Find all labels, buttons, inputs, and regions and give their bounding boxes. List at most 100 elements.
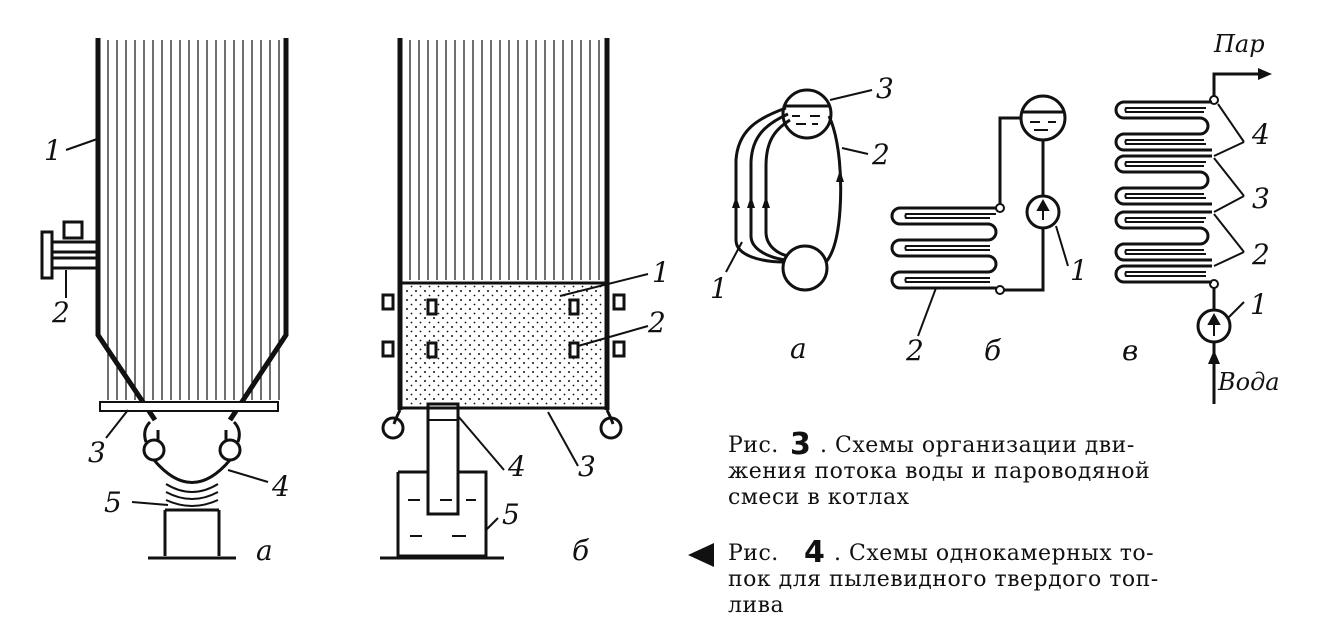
fig4a-tubes: [107, 40, 280, 400]
fig4a-right-wall: [227, 38, 289, 422]
fig3b-subfig-label: б: [984, 334, 1002, 367]
fig4b-leader-4: [457, 415, 505, 471]
caption-pointer-icon: [688, 543, 714, 567]
fig3c-steam-outlet: [1212, 72, 1262, 96]
fig3a-downcomer-arrow: [836, 170, 844, 182]
fig4b-leader-5: [485, 517, 499, 531]
fig4a-support-plate: [99, 401, 279, 412]
fig4b-furnace: [380, 38, 649, 560]
fig4a-furnace: [40, 38, 289, 560]
fig4a-label-2: 2: [51, 296, 70, 329]
fig3b-coil-inner: [904, 213, 996, 283]
fig3b-riser-up: [998, 116, 1021, 204]
fig4a-slag-tank: [163, 508, 221, 556]
fig3a-natural-circulation: [725, 88, 873, 292]
fig3c-water-label: Вода: [1217, 368, 1280, 396]
fig3c-pump-arrow: [1207, 312, 1221, 336]
fig4a-label-5: 5: [104, 486, 122, 519]
fig3b-coil: [890, 206, 998, 290]
fig3c-coil-section-1: [1114, 264, 1212, 284]
fig3a-drum-water: [792, 115, 820, 125]
fig3a-leader-3: [829, 89, 873, 101]
fig3b-node-bottom: [995, 285, 1005, 295]
fig3c-coil-section-2: [1114, 210, 1212, 262]
fig3c-steam-arrow: [1258, 68, 1272, 80]
fig3a-riser-3: [764, 118, 791, 258]
fig4b-subfig-label: б: [572, 534, 590, 567]
fig3a-lower-drum: [781, 244, 829, 292]
fig4b-label-1: 1: [652, 256, 670, 289]
fig3c-label-2: 2: [1251, 238, 1270, 271]
fig4a-leader-5: [131, 501, 169, 506]
fig3a-label-2: 2: [871, 138, 890, 171]
fig3b-label-1: 1: [1070, 254, 1088, 287]
fig4b-leader-3: [547, 411, 579, 467]
fig3c-water-arrow: [1208, 350, 1220, 364]
fig3a-riser-2: [749, 112, 789, 262]
fig3c-steam-label: Пар: [1213, 30, 1265, 58]
fig3c-once-through: [1114, 68, 1272, 404]
fig4b-label-2: 2: [647, 306, 666, 339]
caption-fig4-line1: . Схемы однокамерных то-: [834, 541, 1154, 566]
fig4b-slag-chute: [426, 402, 460, 516]
fig4a-burner: [40, 220, 100, 280]
fig4b-collector-right: [599, 416, 623, 440]
caption-fig3-prefix: Рис.: [728, 433, 779, 458]
fig4a-subfig-label: а: [256, 534, 273, 567]
fig4a-hopper-rings: [165, 483, 219, 507]
fig3c-coil-section-4: [1114, 100, 1212, 152]
caption-fig3-line1: . Схемы организации дви-: [820, 433, 1135, 458]
fig3a-label-3: 3: [876, 72, 894, 105]
fig3a-subfig-label: а: [790, 332, 807, 365]
fig3b-leader-1: [1055, 225, 1069, 267]
caption-fig4-line3: лива: [728, 593, 784, 618]
fig3c-label-1: 1: [1250, 288, 1268, 321]
caption-fig4-line2: пок для пылевидного твердого топ-: [728, 567, 1159, 592]
fig3c-label-4: 4: [1251, 118, 1270, 151]
caption-fig3-line3: смеси в котлах: [728, 485, 910, 510]
fig3b-node-top: [995, 203, 1005, 213]
fig3b-pump-outlet: [1003, 228, 1045, 292]
fig4a-label-4: 4: [271, 470, 290, 503]
fig4b-label-3: 3: [578, 450, 596, 483]
fig4a-left-wall: [95, 38, 158, 422]
caption-fig4: Рис. 4 . Схемы однокамерных то- пок для …: [728, 535, 1159, 618]
fig3a-leader-1: [725, 241, 743, 273]
fig3a-riser-1: [734, 106, 787, 264]
caption-fig4-prefix: Рис.: [728, 541, 779, 566]
fig4a-label-3: 3: [88, 436, 106, 469]
fig4b-label-5: 5: [502, 498, 520, 531]
fig3c-node-bottom: [1209, 279, 1219, 289]
fig3c-leader-2: [1213, 213, 1245, 267]
fig3a-upper-drum: [781, 88, 833, 140]
fig4a-leader-1: [65, 137, 101, 151]
fig4a-leader-4: [227, 469, 269, 483]
fig3a-label-1: 1: [710, 272, 728, 305]
fig3b-drum: [1019, 94, 1067, 142]
fig3b-label-2: 2: [905, 334, 924, 367]
fig4b-collector-left: [381, 416, 405, 440]
fig3a-riser-arrows: [732, 196, 770, 208]
fig3b-drum-water: [1030, 121, 1056, 131]
fig3b-pump-arrow: [1036, 198, 1050, 220]
fig4b-label-4: 4: [507, 450, 526, 483]
fig3c-coil-inner: [1124, 107, 1206, 277]
fig4b-water-tank: [396, 470, 488, 558]
fig4b-water-level: [408, 499, 476, 537]
caption-fig3-number: 3: [790, 427, 811, 462]
fig3c-leader-1: [1227, 301, 1245, 319]
fig4a-collector-right: [218, 438, 242, 462]
fig3c-leader-3: [1213, 157, 1245, 213]
fig4a-hopper: [152, 459, 232, 484]
fig3a-downcomer: [824, 115, 843, 263]
fig4a-collector-pipes: [143, 420, 241, 443]
fig3c-coil-section-3: [1114, 154, 1212, 206]
caption-fig4-number: 4: [804, 535, 825, 570]
fig3c-node-top: [1209, 95, 1219, 105]
fig3c-label-3: 3: [1252, 182, 1270, 215]
fig4a-leader-3: [105, 409, 129, 439]
fig3c-subfig-label: в: [1122, 334, 1138, 367]
fig3b-leader-2: [917, 287, 937, 337]
fig3b-multiple-circulation: [890, 94, 1069, 337]
